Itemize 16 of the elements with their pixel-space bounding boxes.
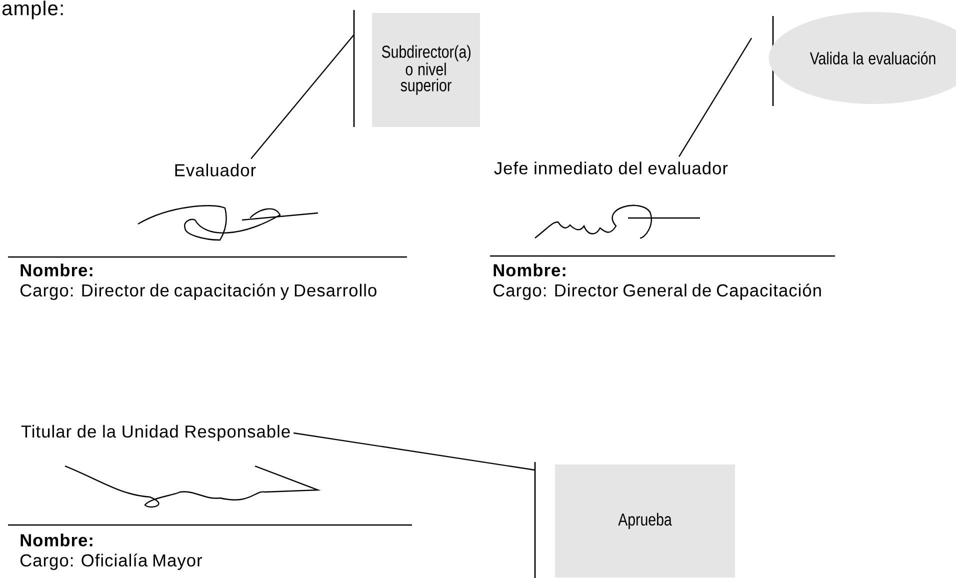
text: Nombre:: [494, 264, 566, 276]
leader-line: [678, 38, 752, 158]
callout-box: Aprueba: [534, 462, 736, 578]
text: Cargo: Director General de Capacitación: [493, 284, 821, 300]
callout-box: Valida la evaluación: [768, 12, 956, 106]
leader-line: [293, 432, 535, 471]
role-title: Evaluador: [175, 164, 256, 176]
heading-text: ample:: [2, 0, 63, 20]
text: Cargo: Oficialía Mayor: [20, 554, 202, 570]
text: Cargo: Director de capacitación y Desarrollo: [20, 284, 376, 300]
role-title: Titular de la Unidad Responsable: [21, 424, 290, 442]
text: Nombre:: [20, 264, 92, 276]
callout-box: Subdirector(a) o nivel superior: [353, 10, 480, 127]
leader-line: [250, 34, 354, 160]
role-title: Jefe inmediato del evaluador: [494, 162, 728, 174]
text: Nombre:: [20, 534, 92, 546]
